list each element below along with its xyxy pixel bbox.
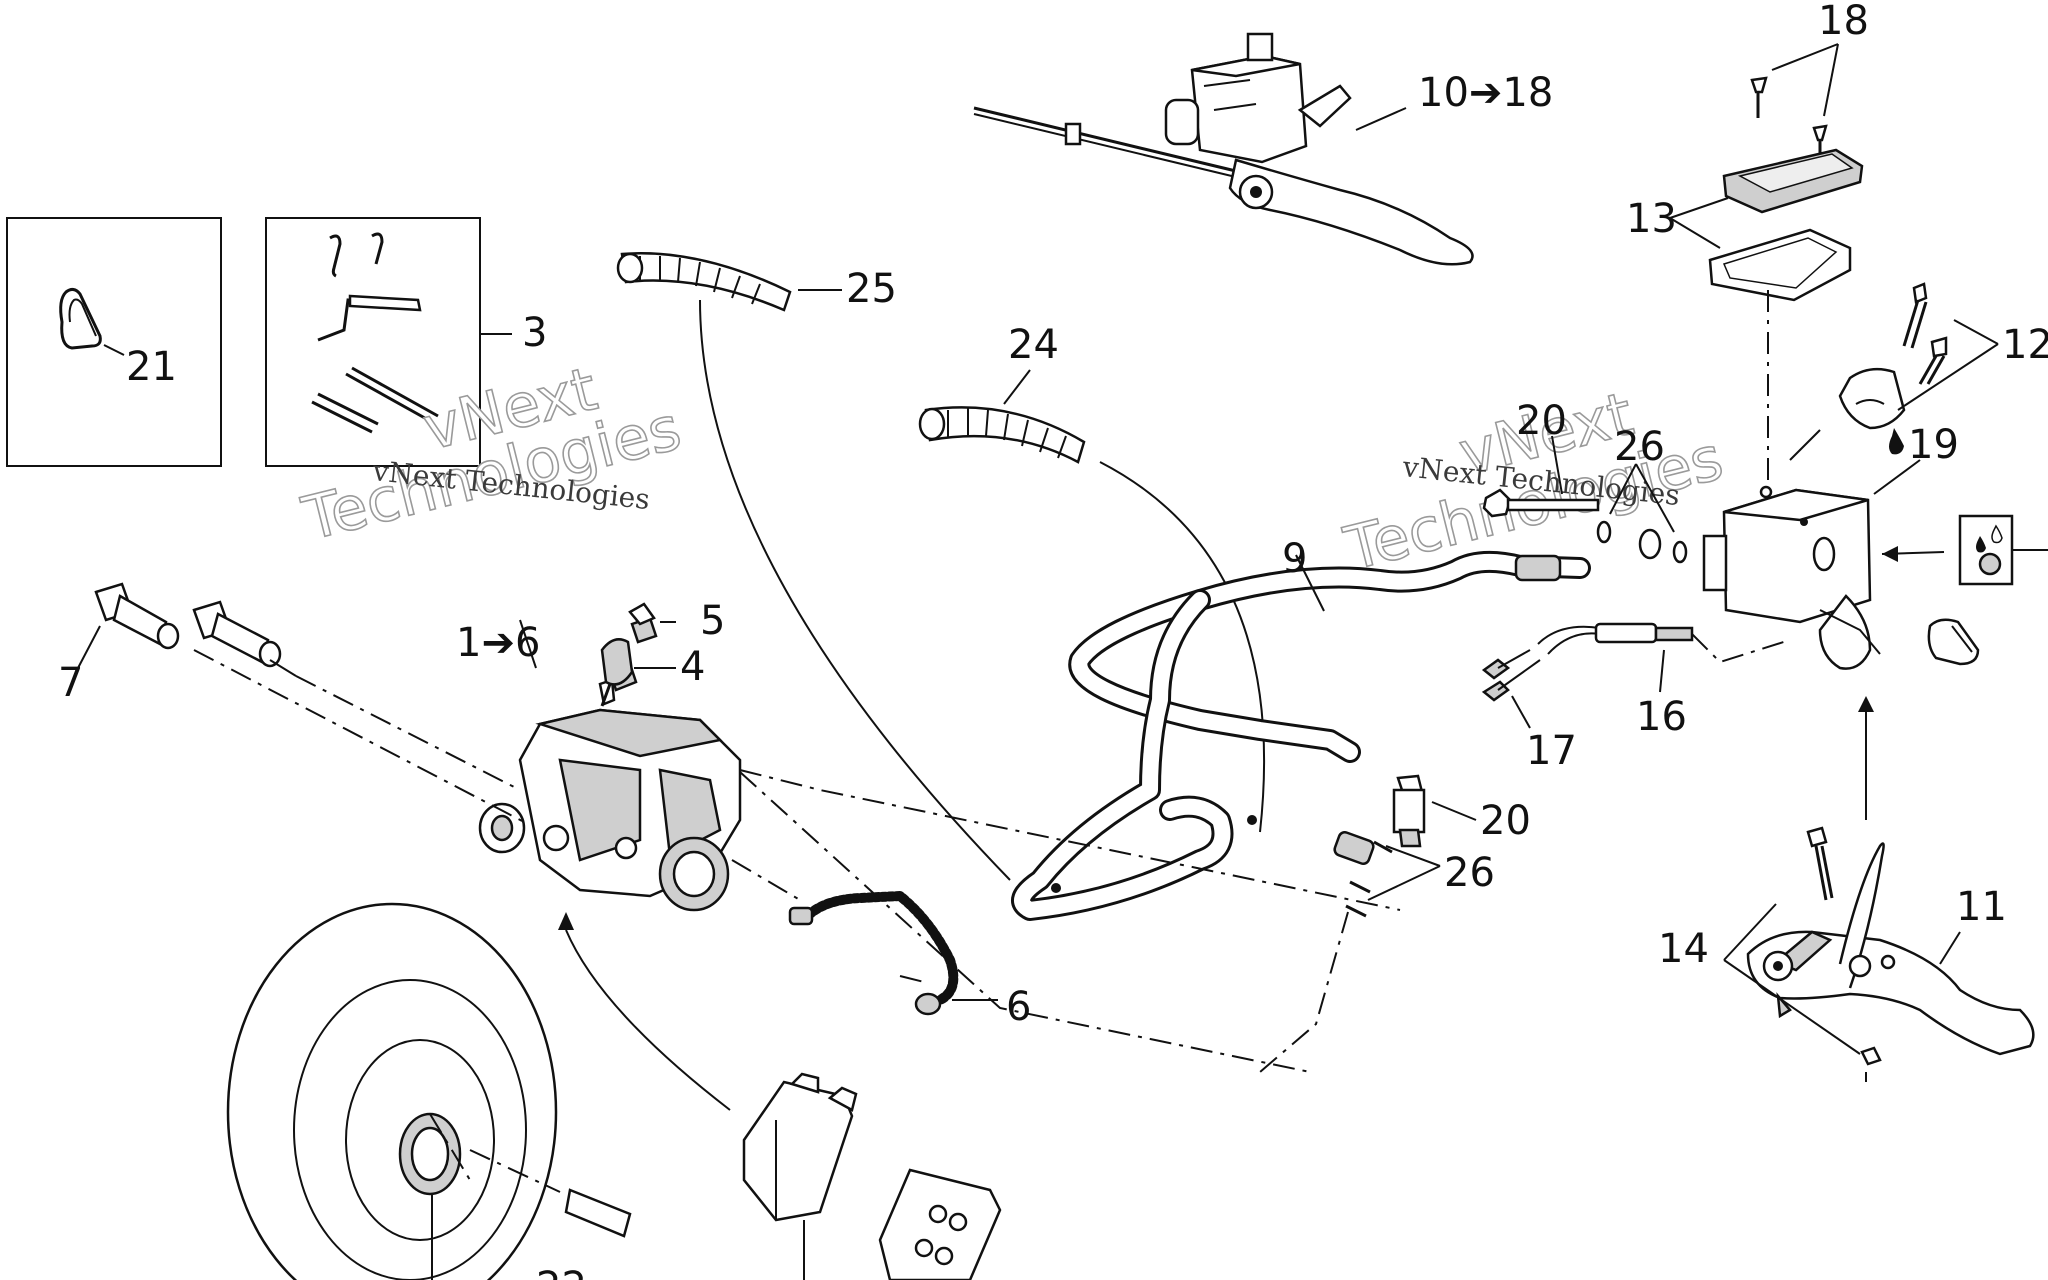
watermark-left: Technologies vNext vNext Technologies <box>295 353 688 555</box>
assembly-arrow-head <box>558 912 574 930</box>
part-6-brake-hose <box>731 769 1401 1073</box>
part-12-clamp <box>1838 282 1999 430</box>
label-7: 7 <box>58 660 83 706</box>
label-24: 24 <box>1008 322 1059 368</box>
routing-line <box>699 299 1011 881</box>
part-13-reservoir-cap <box>1669 148 1864 480</box>
parts-20-26-fittings-mid <box>1259 774 1477 1073</box>
part-3-box <box>265 217 512 467</box>
label-11: 11 <box>1956 884 2007 930</box>
label-14: 14 <box>1658 926 1709 972</box>
parts-4-5-bleeder <box>600 602 676 707</box>
part-21-box <box>6 217 222 467</box>
part-9-brake-line <box>1011 550 1591 921</box>
label-12: 12 <box>2002 322 2048 368</box>
part-1-6-caliper-assembly <box>478 616 742 912</box>
part-19-master-cylinder <box>1702 428 1921 670</box>
label-5: 5 <box>700 598 725 644</box>
label-6: 6 <box>1006 984 1031 1030</box>
part-24-hose-cover <box>918 369 1086 464</box>
label-21: 21 <box>126 344 177 390</box>
label-22: 22 <box>536 1264 587 1280</box>
label-26-top: 26 <box>1614 424 1665 470</box>
fluid-reservoir-icon-box <box>1881 514 2048 586</box>
label-26-mid: 26 <box>1444 850 1495 896</box>
part-25-hose-cover <box>616 252 842 312</box>
label-1-6: 1➔6 <box>456 620 540 666</box>
parts-11-14-brake-lever <box>1723 696 2035 1082</box>
part-22-brake-disc <box>226 902 632 1280</box>
label-13: 13 <box>1626 196 1677 242</box>
label-9: 9 <box>1282 536 1307 582</box>
routing-line <box>1099 461 1266 833</box>
label-17: 17 <box>1526 728 1577 774</box>
assembly-arrow-line <box>565 929 731 1111</box>
label-19: 19 <box>1908 422 1959 468</box>
label-10-18: 10➔18 <box>1418 70 1553 116</box>
label-20-top: 20 <box>1516 398 1567 444</box>
part-10-18-master-cylinder-assembly <box>973 32 1474 266</box>
label-3: 3 <box>522 310 547 356</box>
label-4: 4 <box>680 644 705 690</box>
label-18-top: 18 <box>1818 0 1869 44</box>
parts-16-17-brake-switch <box>1481 622 1791 729</box>
callout-labels: 18 10➔18 13 12 19 3 21 25 24 20 26 9 5 4… <box>58 0 2048 1280</box>
label-20-mid: 20 <box>1480 798 1531 844</box>
label-16: 16 <box>1636 694 1687 740</box>
dust-cap <box>1927 618 1980 666</box>
part-7-bolts <box>77 582 525 823</box>
parts-20-26-fittings-top <box>1482 435 1688 564</box>
brake-pads <box>742 1072 1002 1280</box>
label-25: 25 <box>846 266 897 312</box>
part-18-screws <box>1750 43 1839 156</box>
